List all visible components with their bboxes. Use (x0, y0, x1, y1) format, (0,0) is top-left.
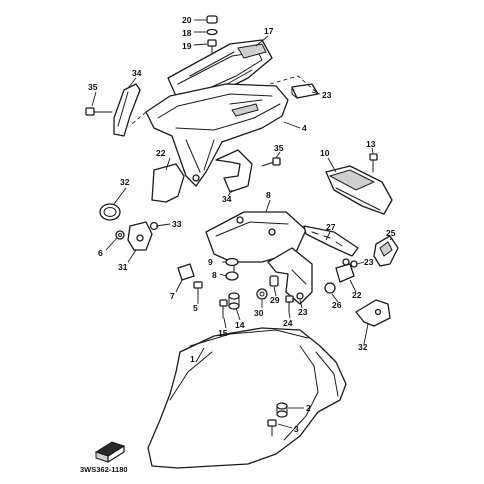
callout-19: 20 (182, 15, 192, 25)
callout-30: 32 (120, 177, 130, 187)
callout-3: 3 (294, 424, 299, 434)
side-plate-20 (151, 163, 185, 203)
callout-17: 18 (182, 28, 192, 38)
callout-14: 14 (235, 320, 245, 330)
collar-14 (228, 292, 240, 310)
callout-8: 8 (266, 190, 271, 200)
callout-1: 1 (190, 354, 195, 364)
washer-23-lower (296, 292, 304, 300)
grommet-10 (225, 257, 239, 267)
callout-26: 26 (332, 300, 342, 310)
callout-34-top: 34 (132, 68, 142, 78)
bolt-15 (219, 299, 228, 319)
nut-26 (324, 282, 336, 294)
license-bracket-27 (303, 225, 359, 257)
callout-9: 8 (212, 270, 217, 280)
callout-33: 31 (118, 262, 128, 272)
washer-17 (206, 28, 218, 36)
callout-2: 2 (306, 403, 311, 413)
callout-13: 13 (366, 139, 376, 149)
bolt-3 (267, 419, 277, 437)
reflector-bracket-33 (127, 221, 153, 251)
callout-28: 29 (270, 295, 280, 305)
callout-35-left: 35 (88, 82, 98, 92)
callout-25: 25 (386, 228, 396, 238)
callout-15: 15 (218, 328, 228, 338)
callout-10: 9 (208, 257, 213, 267)
rubber-block-21 (291, 83, 319, 99)
bolt-35-left (85, 107, 113, 116)
nut-29 (256, 288, 268, 300)
taillight-12 (325, 165, 393, 215)
callout-6: 6 (98, 248, 103, 258)
callout-32: 32 (358, 342, 368, 352)
grab-handle-34-right (215, 149, 253, 193)
bolt-35-right (261, 157, 281, 167)
screw-5 (193, 281, 203, 299)
bolt-24 (285, 295, 294, 313)
callout-35-right: 35 (274, 143, 284, 153)
callout-16: 17 (264, 26, 274, 36)
callout-21: 23 (322, 90, 332, 100)
collar-28 (269, 275, 279, 287)
callout-23-lower: 23 (298, 307, 308, 317)
plate-7 (177, 263, 195, 281)
bolt-13 (369, 153, 378, 173)
bolt-9 (225, 271, 239, 281)
diagram-code: 3WS362-1180 (80, 465, 128, 474)
callout-27: 27 (326, 222, 336, 232)
callout-20: 22 (156, 148, 166, 158)
callout-7: 7 (170, 291, 175, 301)
callout-24: 24 (283, 318, 293, 328)
bracket-22 (335, 263, 355, 283)
rear-fender-bracket-8 (205, 211, 313, 305)
carrier-rack-16 (167, 39, 273, 103)
collar-2 (276, 402, 288, 418)
logo-icon (94, 441, 126, 463)
rear-fender-1 (147, 327, 347, 469)
callout-29: 30 (254, 308, 264, 318)
callout-22: 22 (352, 290, 362, 300)
washer-6 (115, 230, 125, 240)
callout-12: 10 (320, 148, 330, 158)
callout-4: 4 (302, 123, 307, 133)
callout-34-bottom: 34 (222, 194, 232, 204)
cap-nut-19 (206, 15, 218, 24)
rear-cover-4 (145, 83, 289, 187)
reflector-30 (99, 203, 121, 221)
callout-18: 19 (182, 41, 192, 51)
reflector-25 (373, 235, 399, 267)
callout-5: 5 (193, 303, 198, 313)
callout-31: 33 (172, 219, 182, 229)
callout-23-upper: 23 (364, 257, 374, 267)
bracket-32 (355, 299, 391, 327)
grab-handle-34-left (113, 83, 141, 137)
